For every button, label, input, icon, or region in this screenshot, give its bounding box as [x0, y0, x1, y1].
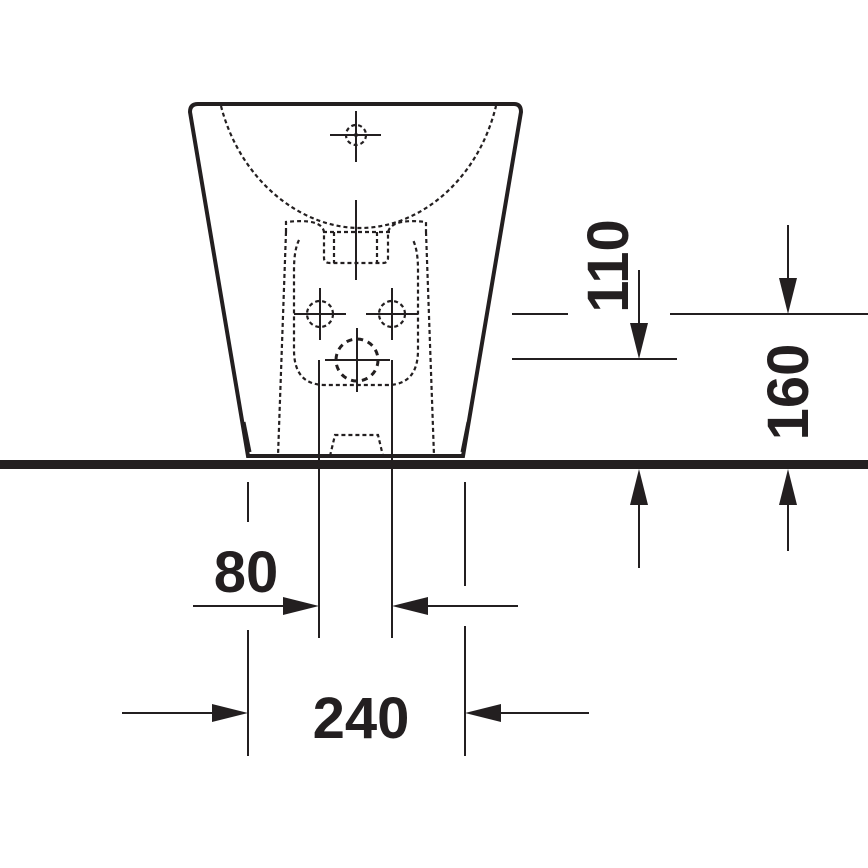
- dimension-110: 110: [576, 219, 648, 568]
- pedestal-hidden-outline: [276, 231, 436, 457]
- dimension-label-240: 240: [313, 686, 410, 751]
- dimension-label-160: 160: [756, 344, 821, 441]
- bidet-body: [187, 102, 524, 458]
- tap-hole-symbol: [330, 111, 381, 162]
- dimension-80: 80: [193, 540, 518, 615]
- overflow-outlet-hidden: [284, 200, 428, 280]
- bowl-outline-hidden: [219, 105, 498, 230]
- drain-connection: [325, 328, 390, 392]
- connection-left: [294, 288, 346, 340]
- dimension-label-110: 110: [576, 219, 641, 313]
- connection-right: [366, 288, 418, 340]
- dimension-160: 160: [756, 225, 821, 551]
- floor-line: [0, 460, 868, 469]
- dimension-label-80: 80: [214, 540, 279, 605]
- dimension-240: 240: [122, 686, 589, 751]
